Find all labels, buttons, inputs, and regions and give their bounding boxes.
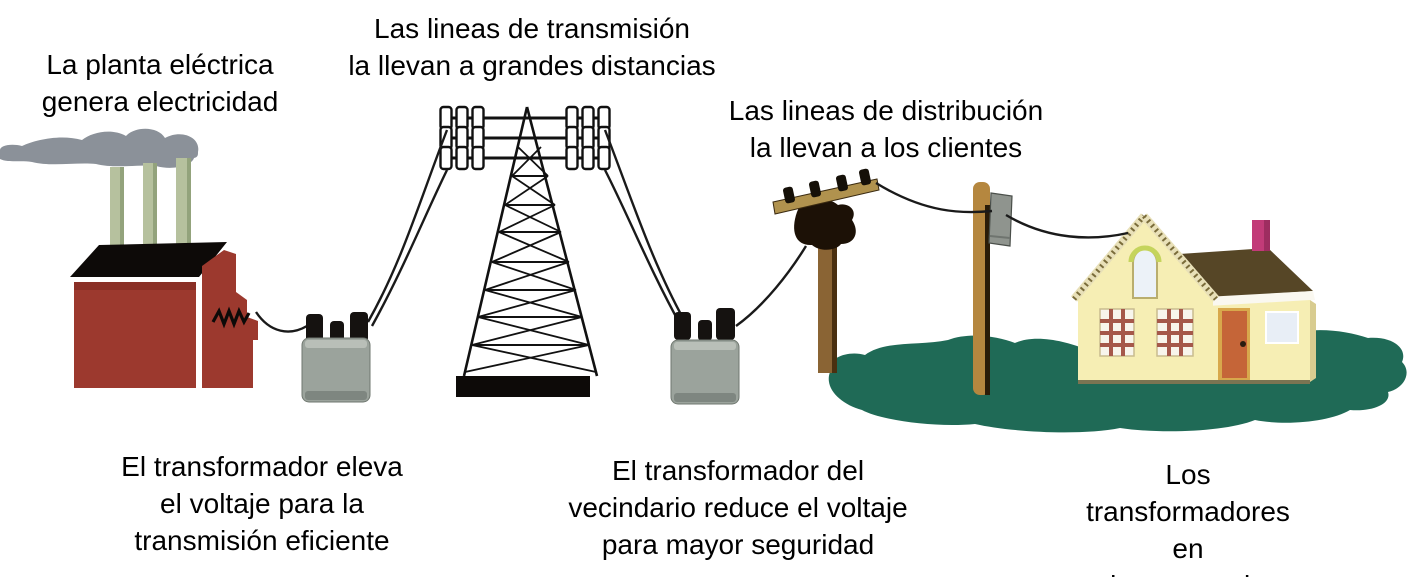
distribution-pole-icon: [772, 168, 880, 373]
caption-distribution-lines: Las lineas de distribución la llevan a l…: [728, 95, 1044, 163]
power-line-wire-plant: [255, 311, 308, 333]
power-plant-illustration: [0, 128, 258, 388]
pole-mounted-box: [988, 192, 1013, 247]
step-up-transformer-icon: [301, 312, 371, 403]
power-line-wires-distribution: [875, 181, 1129, 239]
house-gable-roof-trim: [1070, 213, 1220, 302]
house-base-line: [1078, 380, 1310, 384]
pole-transformer-box-icon: [973, 182, 1013, 395]
house-attic-window: [1132, 248, 1158, 299]
transmission-tower-icon: [439, 105, 611, 397]
power-line-wires-tower: [366, 129, 686, 327]
tower-base: [456, 376, 590, 397]
caption-pole-transformers: Los transformadores en los postes lo red…: [1086, 459, 1290, 577]
plant-wall-shadow: [74, 282, 196, 290]
house-lattice-window-right: [1156, 308, 1194, 357]
house-right-side-face: [1310, 300, 1316, 382]
plant-main-building: [74, 282, 196, 388]
smoke-plume-icon: [0, 128, 199, 168]
house-lattice-window-left: [1099, 308, 1135, 357]
house-gable-wall: [1078, 218, 1213, 382]
house-chimney-shade: [1264, 220, 1270, 251]
pole-crossarm-insulators: [783, 168, 871, 204]
house-door: [1218, 308, 1250, 380]
caption-neighborhood-transformer: El transformador del vecindario reduce e…: [568, 455, 908, 560]
caption-step-up-transformer: El transformador eleva el voltaje para l…: [121, 451, 403, 556]
neighborhood-transformer-icon: [670, 308, 740, 405]
plant-roof: [70, 242, 227, 277]
house-attic-window-arch: [1128, 245, 1162, 263]
plant-zigzag-mark: [211, 306, 251, 329]
caption-transmission-lines: Las lineas de transmisión la llevan a gr…: [348, 13, 716, 81]
plant-chimneys: [110, 158, 191, 247]
pole-transformer-blob: [794, 198, 856, 250]
caption-power-plant: La planta eléctrica genera electricidad: [41, 49, 279, 117]
plant-annex-building: [202, 250, 258, 388]
house-icon: [1070, 213, 1316, 384]
power-line-wire-to-pole: [735, 245, 808, 327]
house-side-window: [1265, 311, 1299, 344]
house-eaves: [1205, 291, 1315, 306]
tower-insulators: [439, 105, 611, 171]
